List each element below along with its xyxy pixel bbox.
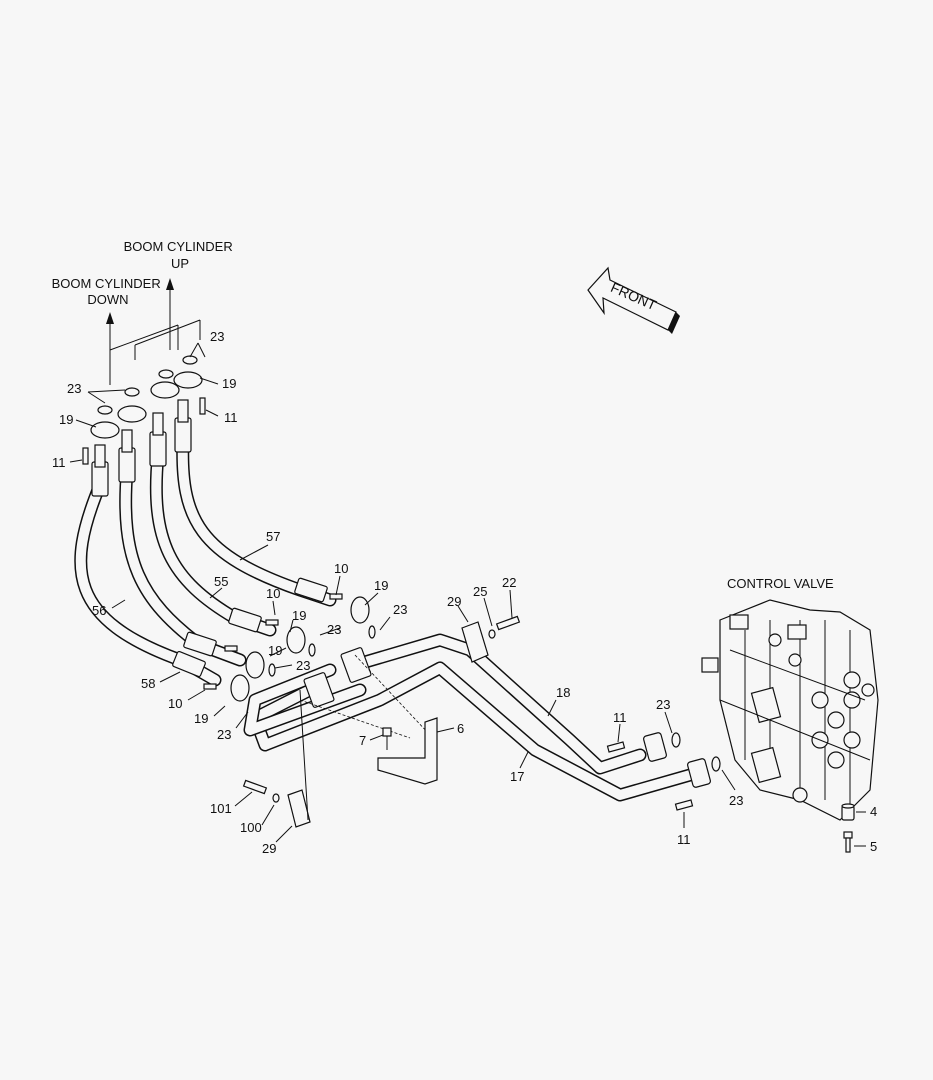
callout-19: 19 <box>268 643 282 658</box>
o-ring <box>711 756 721 772</box>
callout-23: 23 <box>393 602 407 617</box>
boom-cylinder-down-label: BOOM CYLINDER DOWN <box>52 276 165 307</box>
callout-11: 11 <box>52 455 66 470</box>
callout-25: 25 <box>473 584 487 599</box>
o-ring <box>182 355 198 365</box>
bolt <box>203 683 217 690</box>
callout-11: 11 <box>224 410 238 425</box>
bolt <box>224 645 238 652</box>
bolt-5 <box>843 831 853 853</box>
hose-fittings <box>91 399 328 678</box>
callout-numbers: 23 19 11 23 19 11 57 55 56 58 10 19 23 1… <box>52 329 877 856</box>
bracket-6 <box>377 717 438 785</box>
valve-pipe-flanges <box>606 732 721 811</box>
boom-cylinder-guides <box>106 278 201 385</box>
callout-7: 7 <box>359 733 366 748</box>
callout-56: 56 <box>92 603 106 618</box>
boom-cylinder-up-label: BOOM CYLINDER UP <box>124 239 237 271</box>
callout-57: 57 <box>266 529 280 544</box>
bolt <box>265 619 279 626</box>
hose-55 <box>149 448 277 637</box>
o-ring <box>671 732 681 748</box>
down-arrow-icon <box>106 312 114 324</box>
hose-57 <box>176 433 337 607</box>
callout-18: 18 <box>556 685 570 700</box>
control-valve-label: CONTROL VALVE <box>727 576 834 591</box>
clamp-29-top <box>461 615 521 663</box>
callout-23: 23 <box>210 329 224 344</box>
callout-100: 100 <box>240 820 262 835</box>
spacer-4 <box>841 803 855 821</box>
hose-58 <box>74 478 222 687</box>
pipe-junction-block <box>299 647 431 739</box>
o-ring <box>124 387 140 397</box>
callout-10: 10 <box>168 696 182 711</box>
callout-55: 55 <box>214 574 228 589</box>
top-flanges <box>82 355 206 465</box>
bolt <box>199 397 206 415</box>
bolt <box>82 447 89 465</box>
callout-19: 19 <box>59 412 73 427</box>
callout-23: 23 <box>217 727 231 742</box>
callout-29: 29 <box>447 594 461 609</box>
callout-17: 17 <box>510 769 524 784</box>
pipe-18 <box>348 633 647 775</box>
clamp-29-bottom <box>242 689 311 828</box>
bolt <box>674 799 694 811</box>
callout-11: 11 <box>613 710 627 725</box>
callout-58: 58 <box>141 676 155 691</box>
pipe-18-lower <box>243 663 367 737</box>
callout-10: 10 <box>334 561 348 576</box>
callout-22: 22 <box>502 575 516 590</box>
callout-19: 19 <box>222 376 236 391</box>
callout-19: 19 <box>374 578 388 593</box>
callout-19: 19 <box>292 608 306 623</box>
callout-29: 29 <box>262 841 276 856</box>
leader-lines <box>69 342 866 847</box>
callout-23: 23 <box>729 793 743 808</box>
callout-23: 23 <box>67 381 81 396</box>
callout-5: 5 <box>870 839 877 854</box>
callout-6: 6 <box>457 721 464 736</box>
control-valve <box>701 599 879 821</box>
callout-101: 101 <box>210 801 232 816</box>
callout-23: 23 <box>656 697 670 712</box>
lower-flanges <box>203 593 376 707</box>
callout-23: 23 <box>296 658 310 673</box>
bolt-7 <box>382 727 392 737</box>
callout-19: 19 <box>194 711 208 726</box>
up-arrow-icon <box>166 278 174 290</box>
callout-11: 11 <box>677 832 691 847</box>
callout-4: 4 <box>870 804 877 819</box>
bolt <box>606 741 626 753</box>
callout-23: 23 <box>327 622 341 637</box>
o-ring <box>97 405 113 415</box>
front-arrow-icon: FRONT <box>587 266 680 334</box>
o-ring <box>158 369 174 379</box>
callout-10: 10 <box>266 586 280 601</box>
